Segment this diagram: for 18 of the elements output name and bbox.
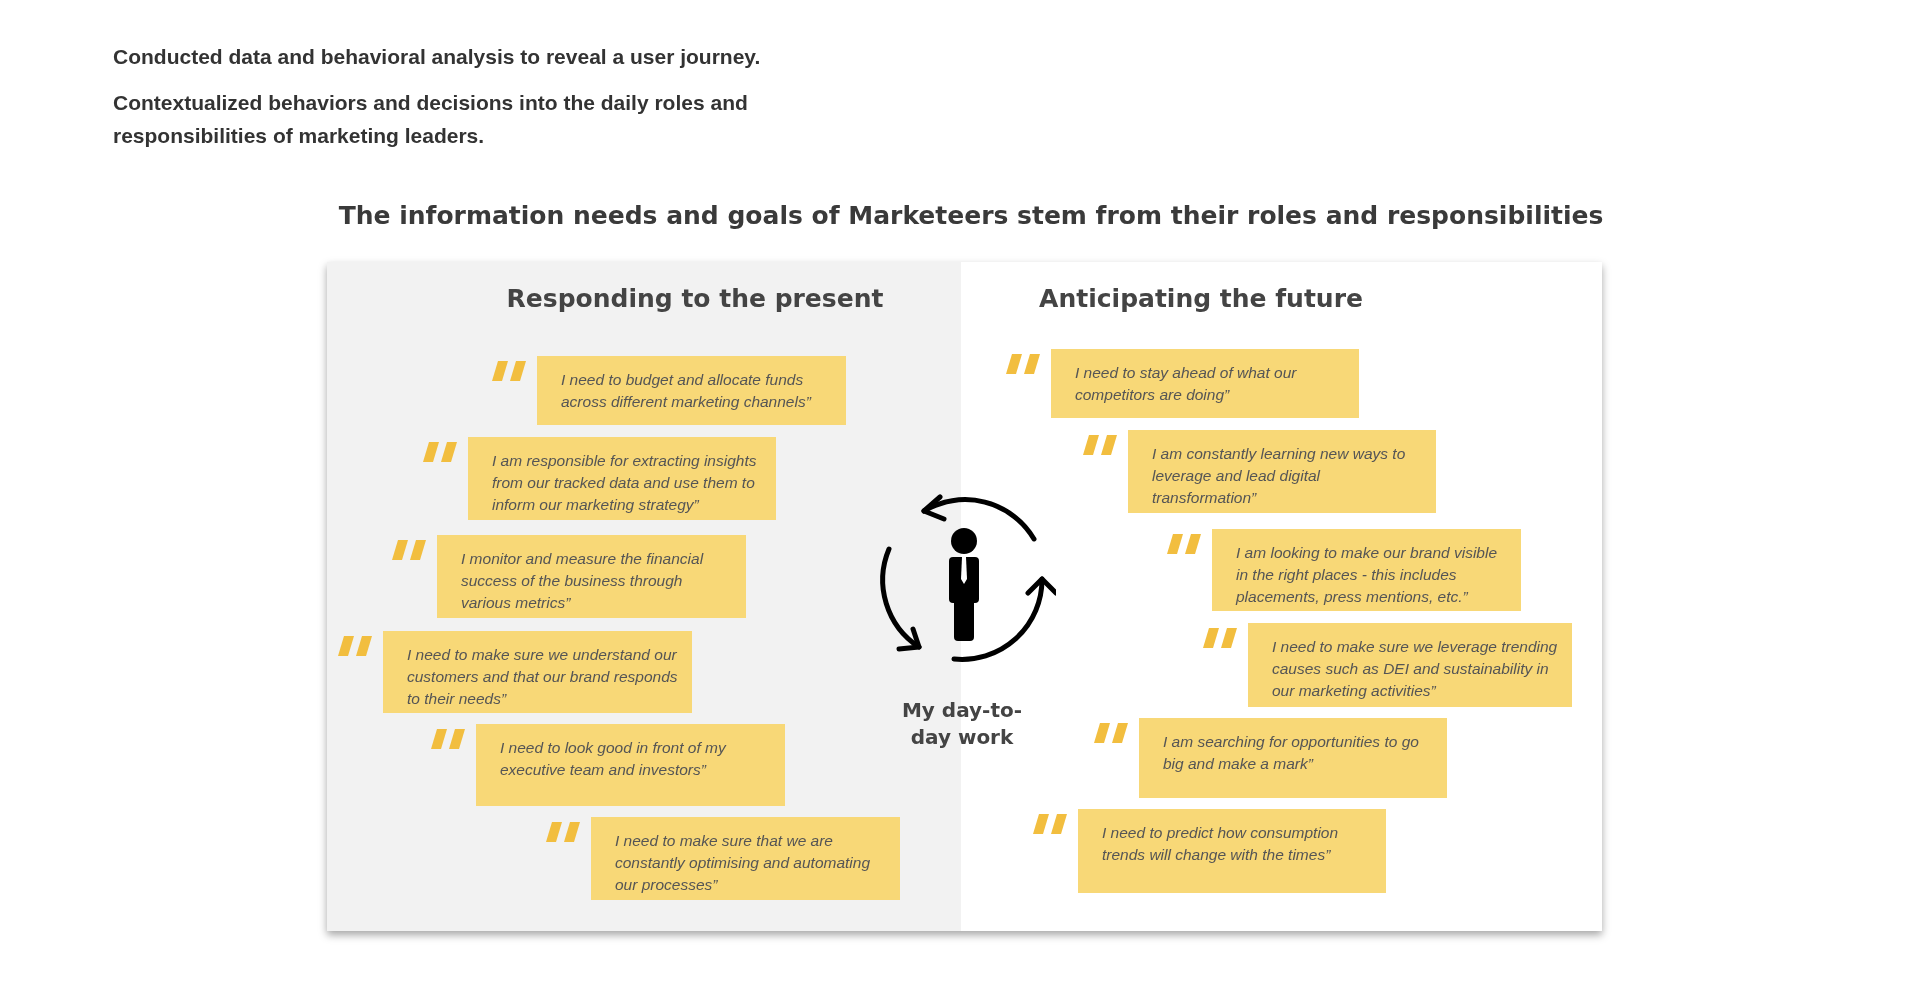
quote-note: I need to make sure we leverage trending causes such as DEI and sustainability in our marketing activities”: [1248, 623, 1572, 707]
quote-note: I am responsible for extracting insights from our tracked data and use them to inform our marketing strategy”: [468, 437, 776, 520]
quote-note: I need to look good in front of my executive team and investors”: [476, 724, 785, 806]
intro-text: Contextualized behaviors and decisions into the daily roles and responsibilities of marketing leaders.: [113, 90, 749, 149]
quote-note: I am looking to make our brand visible in the right places - this includes placements, press mentions, etc.”: [1212, 529, 1521, 611]
panel-heading: Anticipating the future: [1039, 284, 1363, 313]
quote-note: I am constantly learning new ways to leverage and lead digital transformation”: [1128, 430, 1436, 513]
quote-note: I monitor and measure the financial success of the business through various metrics”: [437, 535, 746, 618]
quote-note: I need to stay ahead of what our competitors are doing”: [1051, 349, 1359, 418]
quote-note: I need to make sure that we are constantly optimising and automating our processes”: [591, 817, 900, 900]
center-label: My day-to-day work: [900, 697, 1023, 751]
quote-note: I need to predict how consumption trends will change with the times”: [1078, 809, 1386, 893]
diagram-title: The information needs and goals of Marketeers stem from their roles and responsibilities: [337, 201, 1605, 230]
quote-note: I need to make sure we understand our customers and that our brand responds to their needs”: [383, 631, 692, 713]
panel-heading: Responding to the present: [506, 284, 884, 313]
quote-note: I am searching for opportunities to go big and make a mark”: [1139, 718, 1447, 798]
quote-note: I need to budget and allocate funds across different marketing channels”: [537, 356, 846, 425]
intro-text: Conducted data and behavioral analysis to reveal a user journey.: [113, 44, 762, 70]
